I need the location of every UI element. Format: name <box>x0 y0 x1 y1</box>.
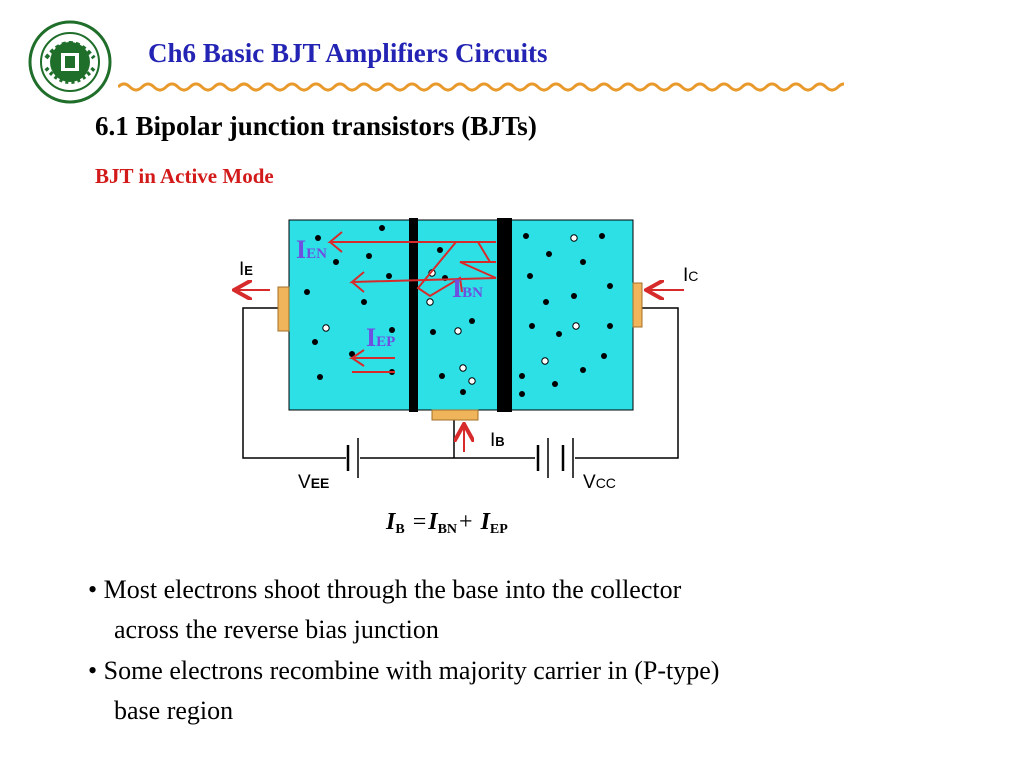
base-contact <box>431 409 479 421</box>
electron-carriers <box>304 225 613 397</box>
eq-equals: = <box>412 509 427 535</box>
eq-term1-sub: BN <box>437 522 458 537</box>
section-subheading: BJT in Active Mode <box>95 164 274 188</box>
electron-flow-arrows <box>327 231 497 373</box>
eq-term1: I <box>428 509 438 535</box>
eq-lhs-sub: B <box>395 522 405 537</box>
wire-collector-loop <box>575 307 679 459</box>
university-logo <box>28 20 112 104</box>
label-iep: IEP <box>366 323 395 352</box>
bullet-1-line-2: across the reverse bias junction <box>114 615 439 644</box>
battery-vcc <box>536 438 574 478</box>
collector-region <box>506 219 634 411</box>
ibn-sub: BN <box>462 285 483 301</box>
eq-term2-sub: EP <box>489 522 508 537</box>
ien-main: I <box>296 235 306 264</box>
emitter-contact <box>277 286 290 332</box>
collector-contact <box>632 282 643 328</box>
eq-plus: + <box>459 509 473 535</box>
emitter-base-junction <box>409 218 418 412</box>
title-underline <box>118 82 844 92</box>
label-vee: VEE <box>298 472 329 493</box>
base-collector-junction <box>497 218 512 412</box>
bullet-2-line-2: base region <box>114 696 234 725</box>
label-vcc: VCC <box>583 472 616 493</box>
slide-title: Ch6 Basic BJT Amplifiers Circuits <box>148 38 548 68</box>
wire-emitter-loop <box>242 307 346 459</box>
ien-sub: EN <box>306 246 327 262</box>
section-heading: 6.1 Bipolar junction transistors (BJTs) <box>95 111 537 141</box>
emitter-region <box>288 219 412 411</box>
label-ie: IE <box>239 259 253 280</box>
eq-term2: I <box>480 509 490 535</box>
label-ic: IC <box>683 265 698 286</box>
terminal-current-arrows <box>236 290 684 452</box>
hole-carriers <box>322 234 580 385</box>
iep-main: I <box>366 323 376 352</box>
label-ien: IEN <box>296 235 327 264</box>
iep-sub: EP <box>376 334 395 350</box>
ibn-main: I <box>452 274 462 303</box>
bullet-2-line-1: • Some electrons recombine with majority… <box>88 656 720 685</box>
base-current-equation: IB =IBN+ IEP <box>386 509 508 538</box>
battery-vee <box>346 438 359 478</box>
label-ibn: IBN <box>452 274 483 303</box>
bullet-1-line-1: • Most electrons shoot through the base … <box>88 575 682 604</box>
bjt-active-mode-diagram: IEN IBN IEP IE IC IB VEE VCC <box>0 218 698 493</box>
label-ib: IB <box>490 430 505 451</box>
base-region <box>414 219 502 411</box>
eq-lhs: I <box>386 509 396 535</box>
